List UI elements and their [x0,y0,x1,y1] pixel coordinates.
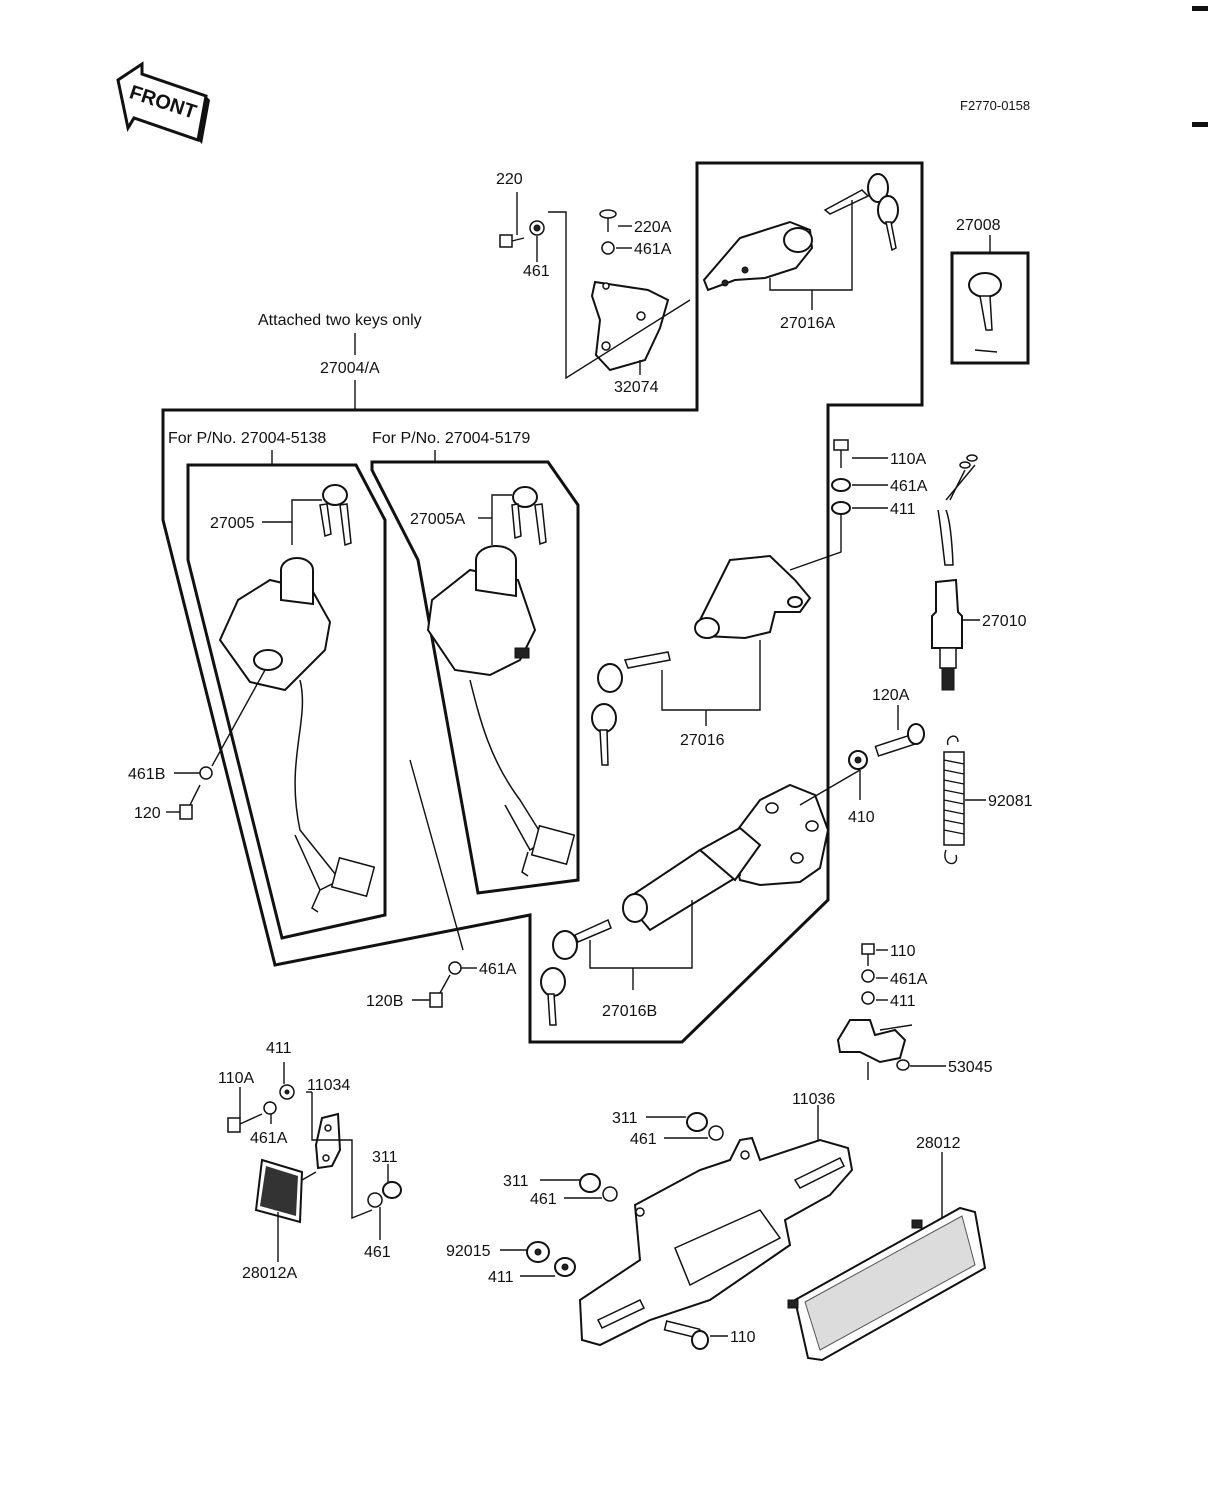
key-pair-27016-icon [591,651,671,766]
note-for-27004-5138: For P/No. 27004-5138 [168,430,326,447]
label-461A-top: 461A [634,241,672,258]
label-53045: 53045 [948,1059,993,1076]
label-120: 120 [134,805,161,822]
nut-92015-icon [526,1241,576,1277]
nut-311-a-icon [686,1112,724,1141]
corner-mark [1192,6,1208,11]
label-120A: 120A [872,687,910,704]
switch-53045-icon [836,1019,913,1080]
label-411-right: 411 [890,501,916,518]
box-27004A-outline [161,161,924,1044]
label-28012A: 28012A [242,1265,297,1282]
label-461A-right: 461A [890,478,928,495]
bolt-110A-left-icon [227,1084,295,1133]
washer-461A-center-icon [448,961,462,975]
label-32074: 32074 [614,379,659,396]
label-27010: 27010 [982,613,1027,630]
label-220: 220 [496,171,523,188]
fork-lock-27016B-icon [622,783,830,932]
label-11036: 11036 [792,1091,835,1108]
box-27004-5138 [186,463,387,940]
label-110-bottom: 110 [730,1329,756,1346]
label-110A-left: 110A [218,1070,255,1087]
reflector-28012-icon [787,1206,987,1362]
label-461A-right2: 461A [890,971,928,988]
label-461A-left: 461A [250,1130,288,1147]
label-11034: 11034 [307,1077,350,1094]
label-311-left: 311 [372,1149,398,1166]
label-27016: 27016 [680,732,725,749]
label-411-left: 411 [266,1040,292,1057]
front-arrow-icon: FRONT [116,61,210,144]
bolt-120-icon [179,784,201,820]
label-461-a: 461 [630,1131,657,1148]
plate-bracket-11036-icon [578,1136,854,1347]
key-pair-27005-icon [319,484,352,547]
bolt-110A-right-icon [831,439,851,515]
nut-311-b-icon [579,1173,618,1202]
note-attached-two-keys: Attached two keys only [258,312,422,329]
figure-code: F2770-0158 [960,98,1030,113]
label-27005A: 27005A [410,511,465,528]
bolt-120A-icon [874,723,925,757]
label-28012: 28012 [916,1135,961,1152]
label-311-b: 311 [503,1173,529,1190]
label-27016B: 27016B [602,1003,657,1020]
label-461B: 461B [128,766,165,783]
bracket-32074-icon [590,280,670,372]
key-27008-icon [968,272,1002,353]
washer-461B-icon [199,766,213,780]
spring-92081-icon [943,735,965,865]
label-461-b: 461 [530,1191,557,1208]
bolt-110-bottom-icon [663,1320,709,1350]
label-410: 410 [848,809,875,826]
seat-lock-27016-icon [694,554,812,640]
reflector-28012A-icon [254,1158,317,1224]
label-27004A: 27004/A [320,360,380,377]
label-27016A: 27016A [780,315,835,332]
box-27004-5179 [370,460,580,895]
label-92081: 92081 [988,793,1033,810]
ignition-switch-27005A-icon [426,545,576,877]
helmet-lock-27016A-icon [702,220,814,292]
label-220A: 220A [634,219,672,236]
label-92015: 92015 [446,1243,491,1260]
corner-mark [1192,122,1208,127]
label-411-right2: 411 [890,993,916,1010]
label-411-b: 411 [488,1269,514,1286]
label-461-top: 461 [523,263,550,280]
ignition-switch-27005-icon [218,557,376,913]
bolt-220-icon [499,220,545,248]
label-311-a: 311 [612,1110,638,1127]
screw-220A-icon [599,209,617,255]
key-pair-27016B-icon [540,918,612,1026]
bolt-120B-icon [429,974,451,1008]
label-461A-center: 461A [479,961,517,978]
bolt-110-right-icon [861,943,875,1005]
note-for-27004-5179: For P/No. 27004-5179 [372,430,530,447]
switch-27010-icon [931,454,978,691]
key-pair-27005A-icon [511,486,547,545]
label-110A-right: 110A [890,451,927,468]
bracket-11034-icon [314,1112,342,1170]
label-110-right: 110 [890,943,916,960]
nut-311-left-icon [367,1181,402,1208]
label-27008: 27008 [956,217,1001,234]
key-pair-27016A-icon [823,173,899,252]
label-461-left: 461 [364,1244,391,1261]
label-27005: 27005 [210,515,255,532]
label-120B: 120B [366,993,403,1010]
